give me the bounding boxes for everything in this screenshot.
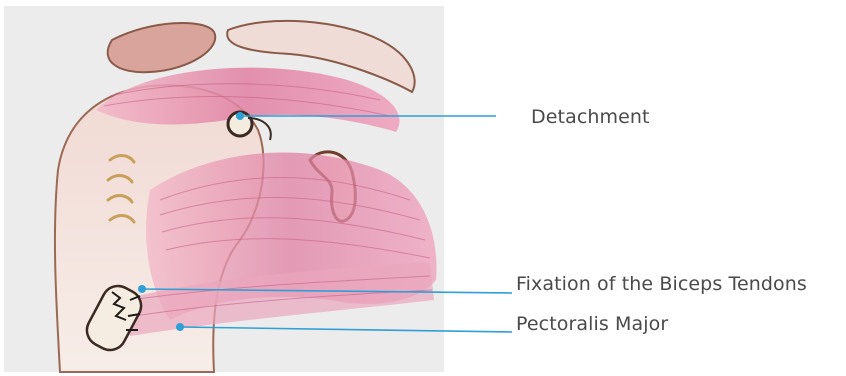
label-pectoralis-major: Pectoralis Major xyxy=(516,313,668,335)
label-fixation-biceps-tendons: Fixation of the Biceps Tendons xyxy=(516,273,807,295)
marker-fixation xyxy=(138,285,146,293)
marker-pectoralis xyxy=(176,323,184,331)
marker-detachment xyxy=(236,112,244,120)
label-detachment: Detachment xyxy=(531,106,650,128)
